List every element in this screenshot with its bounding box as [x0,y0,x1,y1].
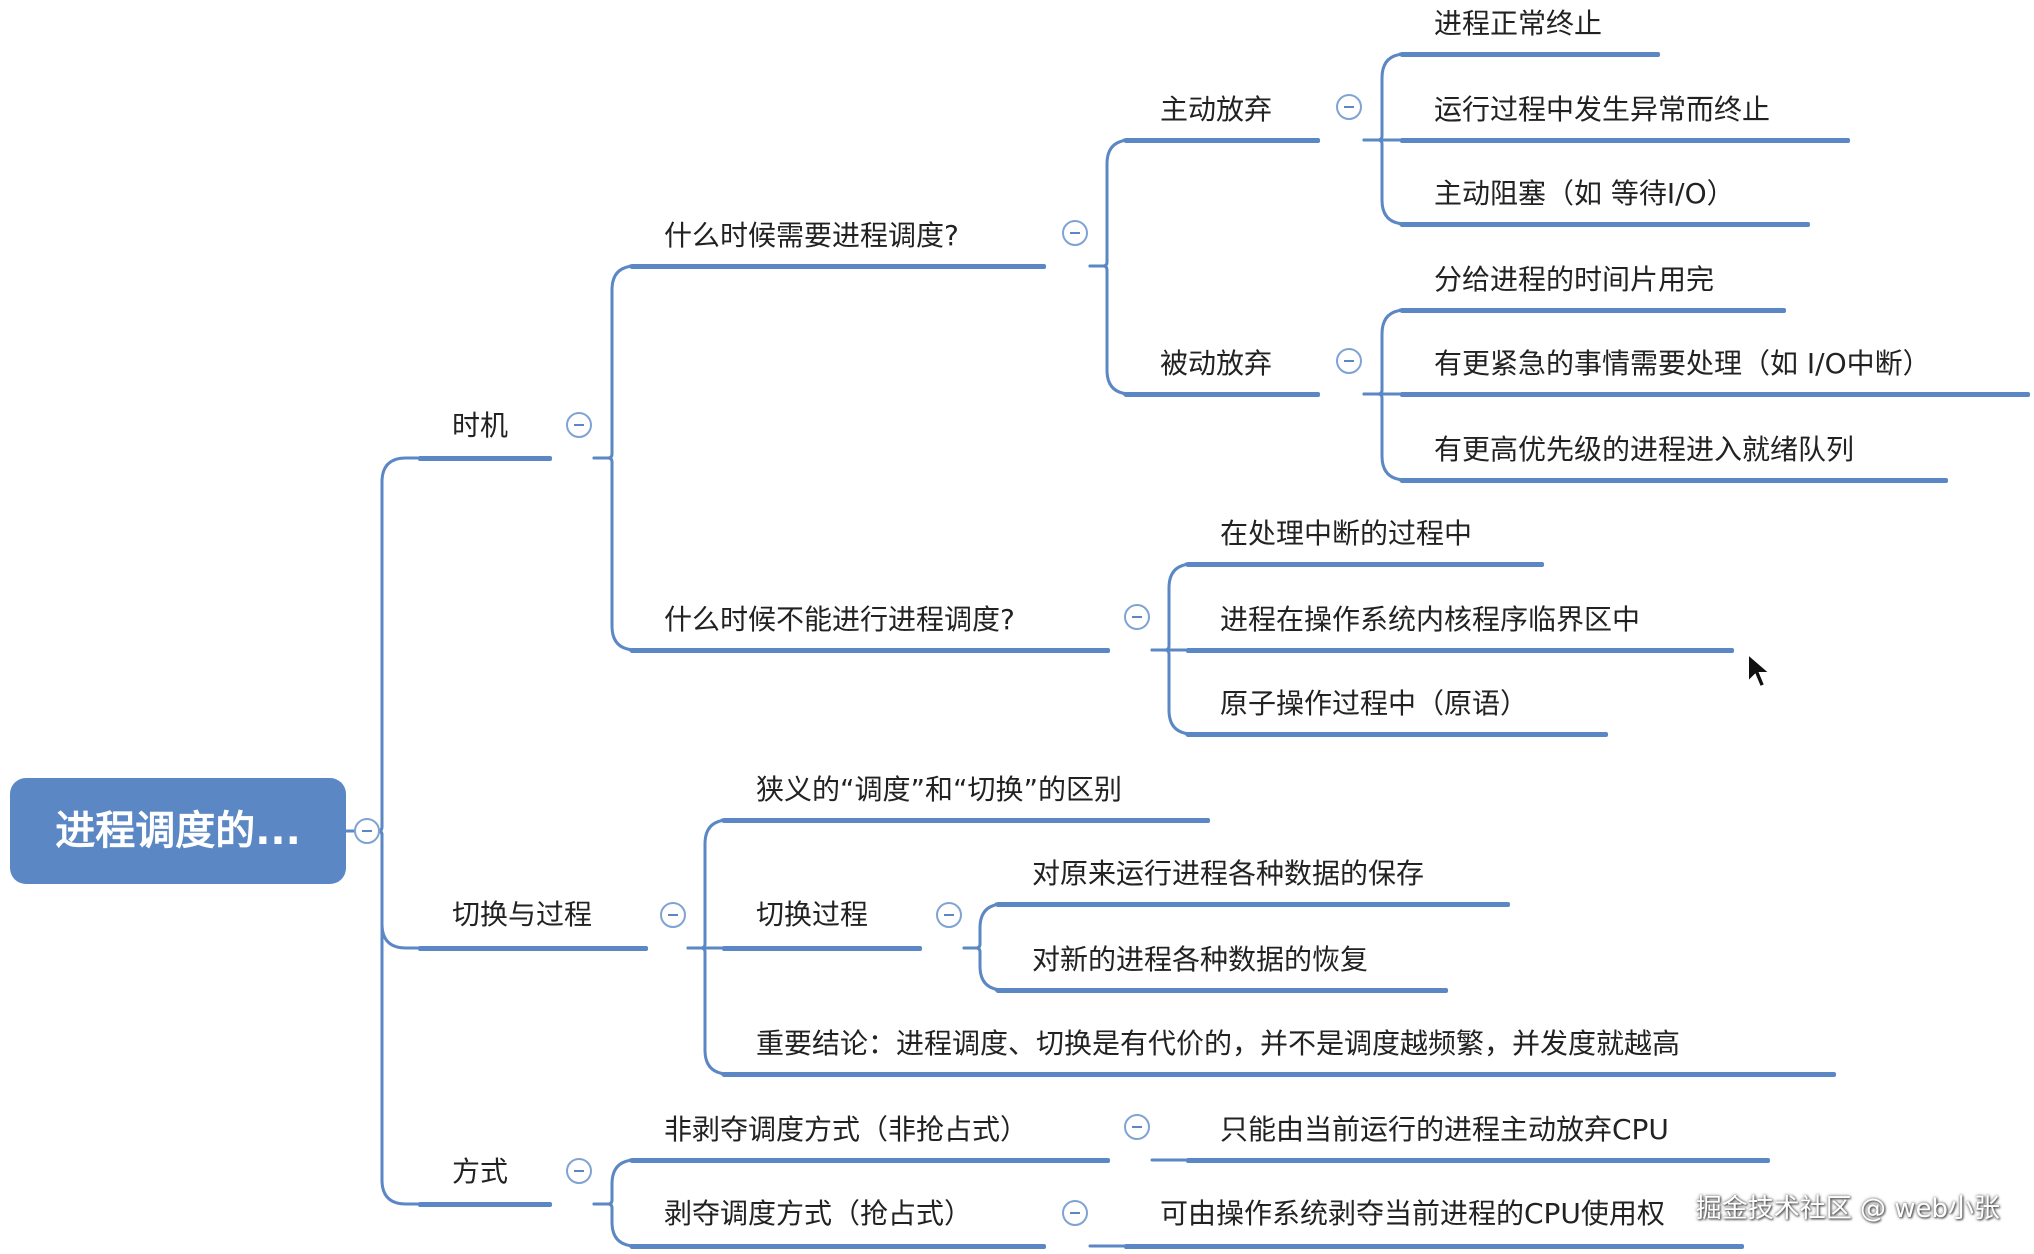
underline-timing [418,456,552,461]
link-timing-cannot [592,456,637,652]
link-methods-preemptive [592,1202,637,1248]
underline-active [1124,138,1320,143]
branch-timing-label[interactable]: 时机 [452,409,509,442]
collapse-cannot-icon[interactable] [1124,604,1150,630]
leaf-active-3: 主动阻塞（如 等待I/O） [1434,177,1735,210]
leaf-passive-1: 分给进程的时间片用完 [1434,263,1715,296]
underline-switch-process [722,946,922,951]
leaf-preemptive: 可由操作系统剥夺当前进程的CPU使用权 [1160,1197,1665,1230]
leaf-switch-1: 对原来运行进程各种数据的保存 [1032,857,1425,890]
collapse-switching-icon[interactable] [660,902,686,928]
leaf-active-1: 进程正常终止 [1434,7,1603,40]
link-switch-difference [686,818,730,950]
collapse-nonpreemptive-icon[interactable] [1124,1114,1150,1140]
link-root-methods [344,829,420,1206]
collapse-switch-process-icon[interactable] [936,902,962,928]
link-cannot-1 [1150,562,1194,652]
passive-giveup-label[interactable]: 被动放弃 [1160,347,1273,380]
leaf-cannot-3: 原子操作过程中（原语） [1220,687,1529,720]
active-giveup-label[interactable]: 主动放弃 [1160,93,1273,126]
switch-difference-label: 狭义的“调度”和“切换”的区别 [756,773,1123,806]
collapse-need-icon[interactable] [1062,220,1088,246]
branch-switching-label[interactable]: 切换与过程 [452,898,593,931]
need-scheduling-label[interactable]: 什么时候需要进程调度? [664,219,959,252]
underline-passive-1 [1400,308,1786,313]
underline-active-2 [1400,138,1850,143]
mouse-pointer-icon [1747,652,1772,689]
link-timing-need [592,264,637,460]
underline-switch-1 [996,902,1510,907]
underline-passive-2 [1400,392,2030,397]
link-switch-conclusion [686,946,730,1076]
link-cannot-3 [1150,648,1194,736]
leaf-passive-2: 有更紧急的事情需要处理（如 I/O中断） [1434,347,1931,380]
collapse-root-icon[interactable] [354,818,380,844]
collapse-methods-icon[interactable] [566,1158,592,1184]
underline-cannot-2 [1186,648,1734,653]
branch-methods-label[interactable]: 方式 [452,1155,509,1188]
underline-methods [418,1202,552,1207]
link-methods-nonpreemptive [592,1158,637,1206]
collapse-preemptive-icon[interactable] [1062,1200,1088,1226]
preemptive-label[interactable]: 剥夺调度方式（抢占式） [664,1197,973,1230]
underline-difference [722,818,1210,823]
underline-cannot-3 [1186,732,1608,737]
underline-leaf-nonpreemptive [1186,1158,1770,1163]
underline-passive [1124,392,1320,397]
link-switch-save [962,902,1005,950]
underline-switching [418,946,648,951]
underline-cannot [630,648,1110,653]
link-passive-3 [1362,392,1407,482]
root-node-label: 进程调度的... [55,808,301,854]
link-active-1 [1362,52,1407,142]
link-passive-1 [1362,308,1407,396]
leaf-cannot-2: 进程在操作系统内核程序临界区中 [1220,603,1641,636]
underline-active-3 [1400,222,1810,227]
link-need-passive [1088,264,1132,396]
leaf-active-2: 运行过程中发生异常而终止 [1434,93,1771,126]
collapse-active-icon[interactable] [1336,94,1362,120]
link-need-active [1088,138,1132,268]
cannot-schedule-label[interactable]: 什么时候不能进行进程调度? [664,603,1015,636]
underline-preemptive [630,1244,1046,1249]
underline-switch-2 [996,988,1448,993]
underline-leaf-preemptive [1124,1244,1744,1249]
underline-conclusion [722,1072,1836,1077]
link-switch-restore [962,946,1005,992]
collapse-timing-icon[interactable] [566,412,592,438]
underline-active-1 [1400,52,1660,57]
link-root-timing [344,456,420,833]
collapse-passive-icon[interactable] [1336,348,1362,374]
watermark: 掘金技术社区 @ web小张 [1695,1194,2000,1224]
root-node-box[interactable] [10,778,346,884]
underline-passive-3 [1400,478,1948,483]
underline-cannot-1 [1186,562,1544,567]
nonpreemptive-label[interactable]: 非剥夺调度方式（非抢占式） [664,1113,1029,1146]
leaf-switch-2: 对新的进程各种数据的恢复 [1032,943,1369,976]
leaf-passive-3: 有更高优先级的进程进入就绪队列 [1434,433,1855,466]
switch-conclusion-label: 重要结论：进程调度、切换是有代价的，并不是调度越频繁，并发度就越高 [756,1027,1681,1060]
leaf-nonpreemptive: 只能由当前运行的进程主动放弃CPU [1220,1113,1669,1146]
leaf-cannot-1: 在处理中断的过程中 [1220,517,1473,550]
link-active-3 [1362,138,1407,226]
switch-process-label[interactable]: 切换过程 [756,898,869,931]
underline-need [630,264,1046,269]
underline-nonpreemptive [630,1158,1110,1163]
